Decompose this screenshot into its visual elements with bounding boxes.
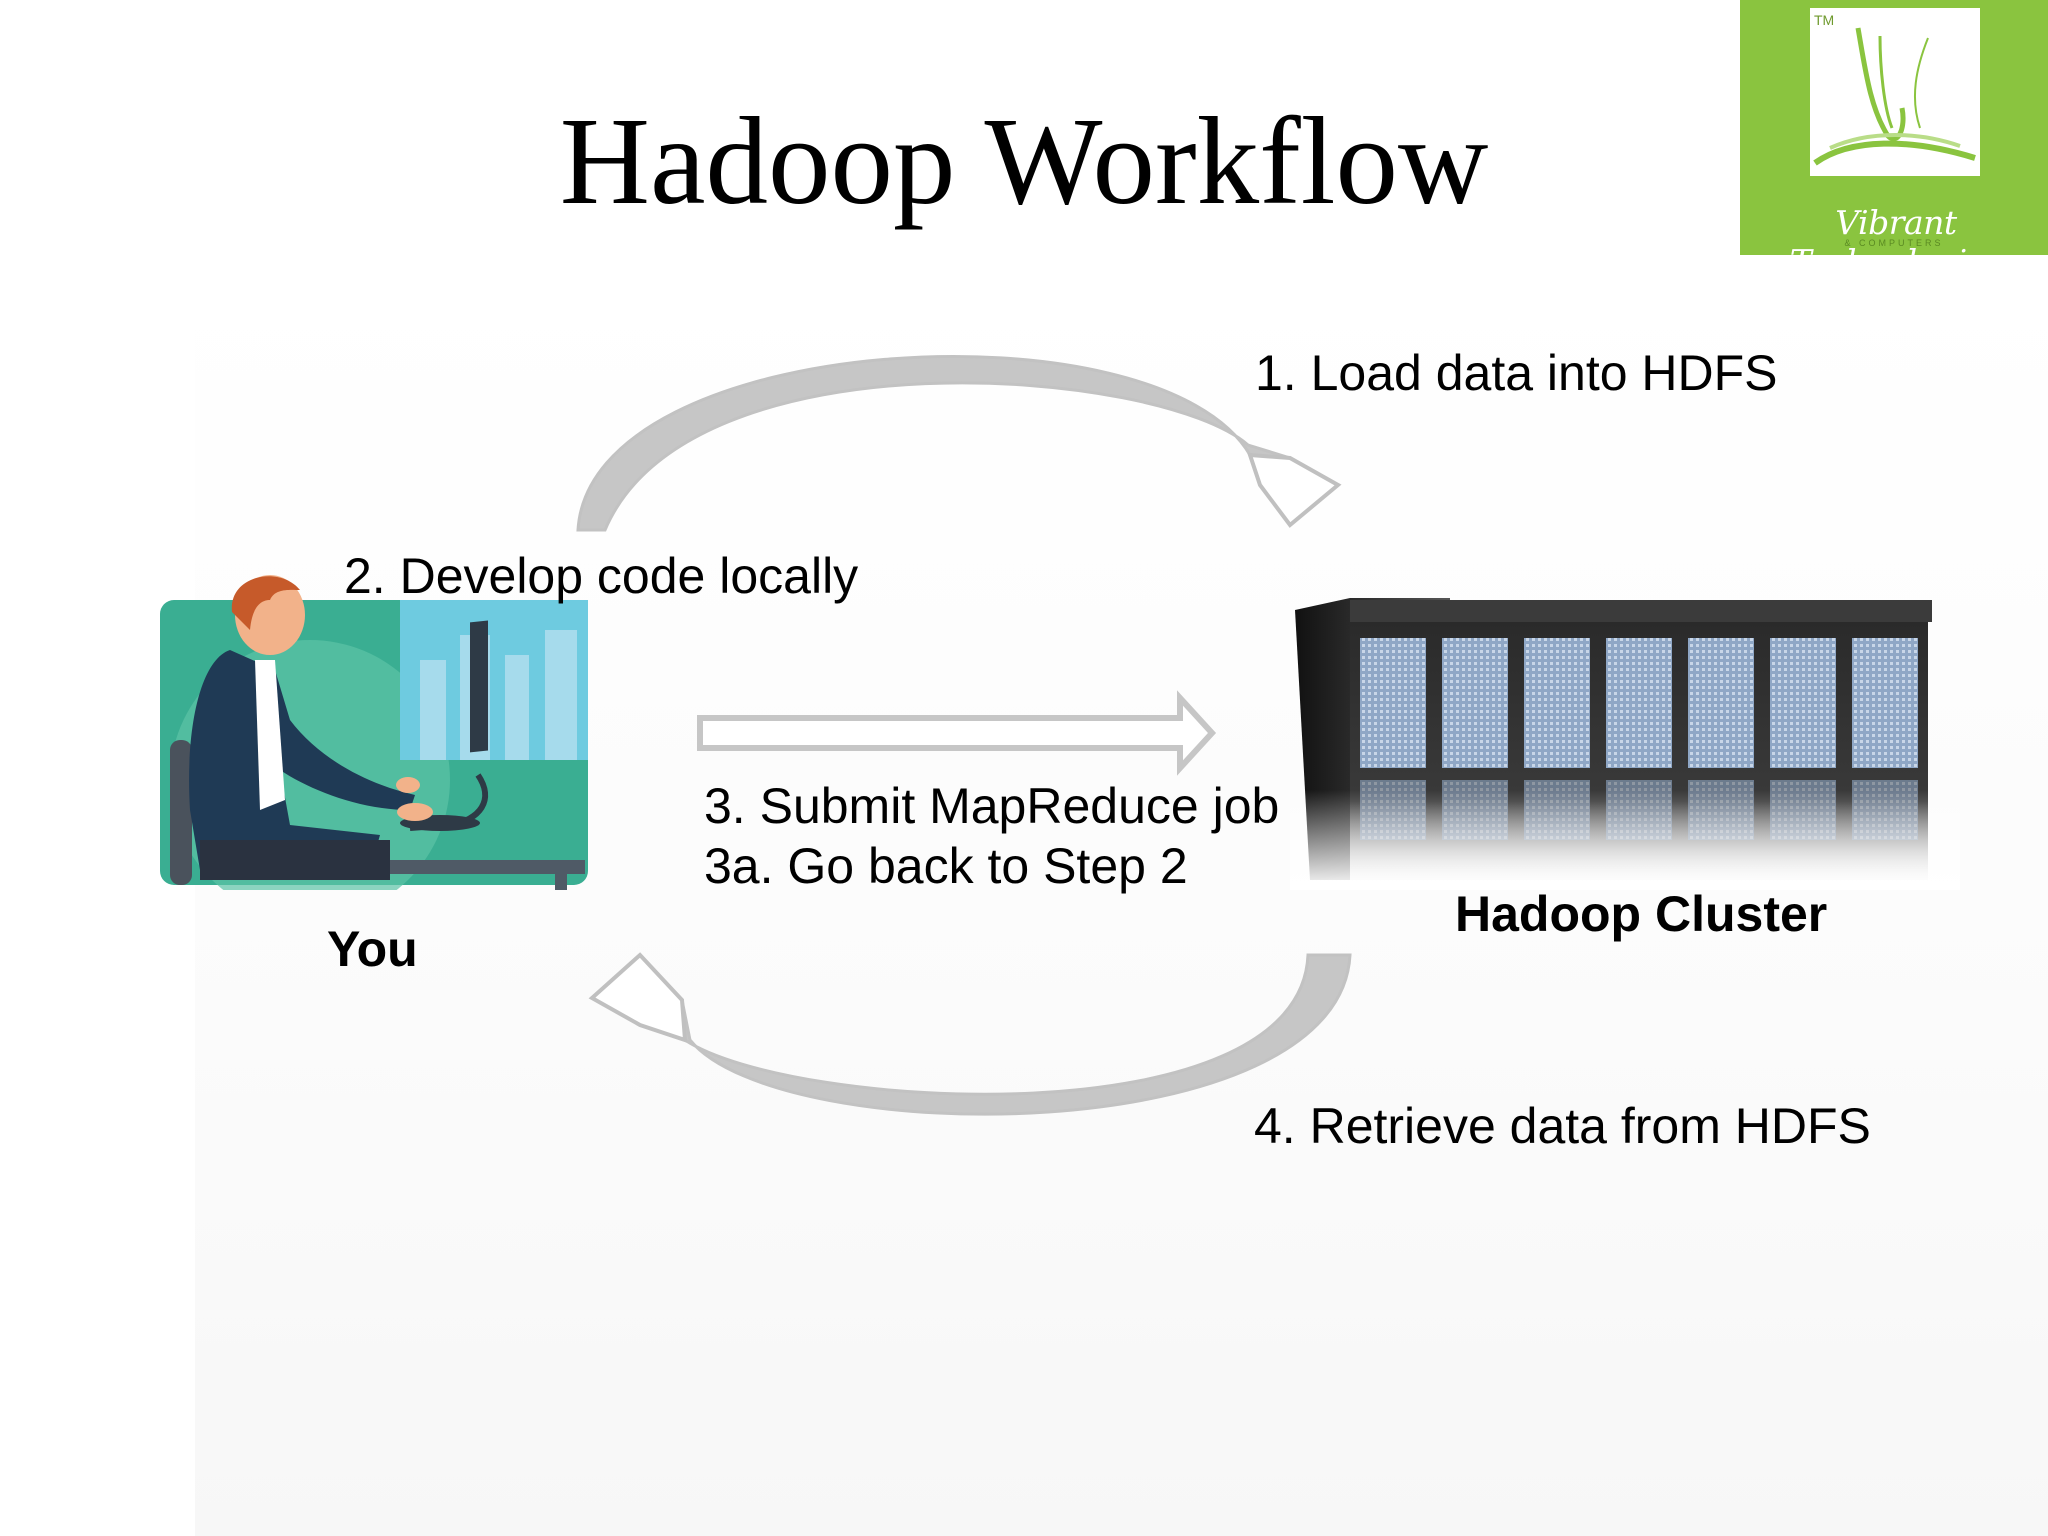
arrow-retrieve-data — [589, 952, 1352, 1116]
vibrant-technologies-logo: TM Vibrant Technologies & COMPUTERS — [1740, 0, 2048, 281]
hadoop-cluster-label: Hadoop Cluster — [1455, 886, 1828, 942]
slide-title: Hadoop Workflow — [559, 93, 1489, 231]
logo-tm: TM — [1814, 12, 1835, 28]
logo-brand-text: Vibrant Technologies — [1789, 203, 2003, 281]
step-1-label: 1. Load data into HDFS — [1255, 345, 1778, 401]
logo-sub-text: & COMPUTERS — [1844, 238, 1944, 248]
step-2-label: 2. Develop code locally — [344, 548, 859, 604]
you-label: You — [327, 921, 418, 977]
logo-v-wave-icon — [1810, 8, 1980, 176]
slide-background — [195, 280, 2048, 1536]
server-rack-icon — [1290, 598, 1960, 890]
step-3-label: 3. Submit MapReduce job — [704, 778, 1280, 834]
person-at-computer-icon — [160, 575, 588, 890]
arrow-submit-job — [697, 690, 1217, 776]
step-3a-label: 3a. Go back to Step 2 — [704, 838, 1188, 894]
step-4-label: 4. Retrieve data from HDFS — [1254, 1098, 1871, 1154]
arrow-load-data — [576, 354, 1341, 532]
